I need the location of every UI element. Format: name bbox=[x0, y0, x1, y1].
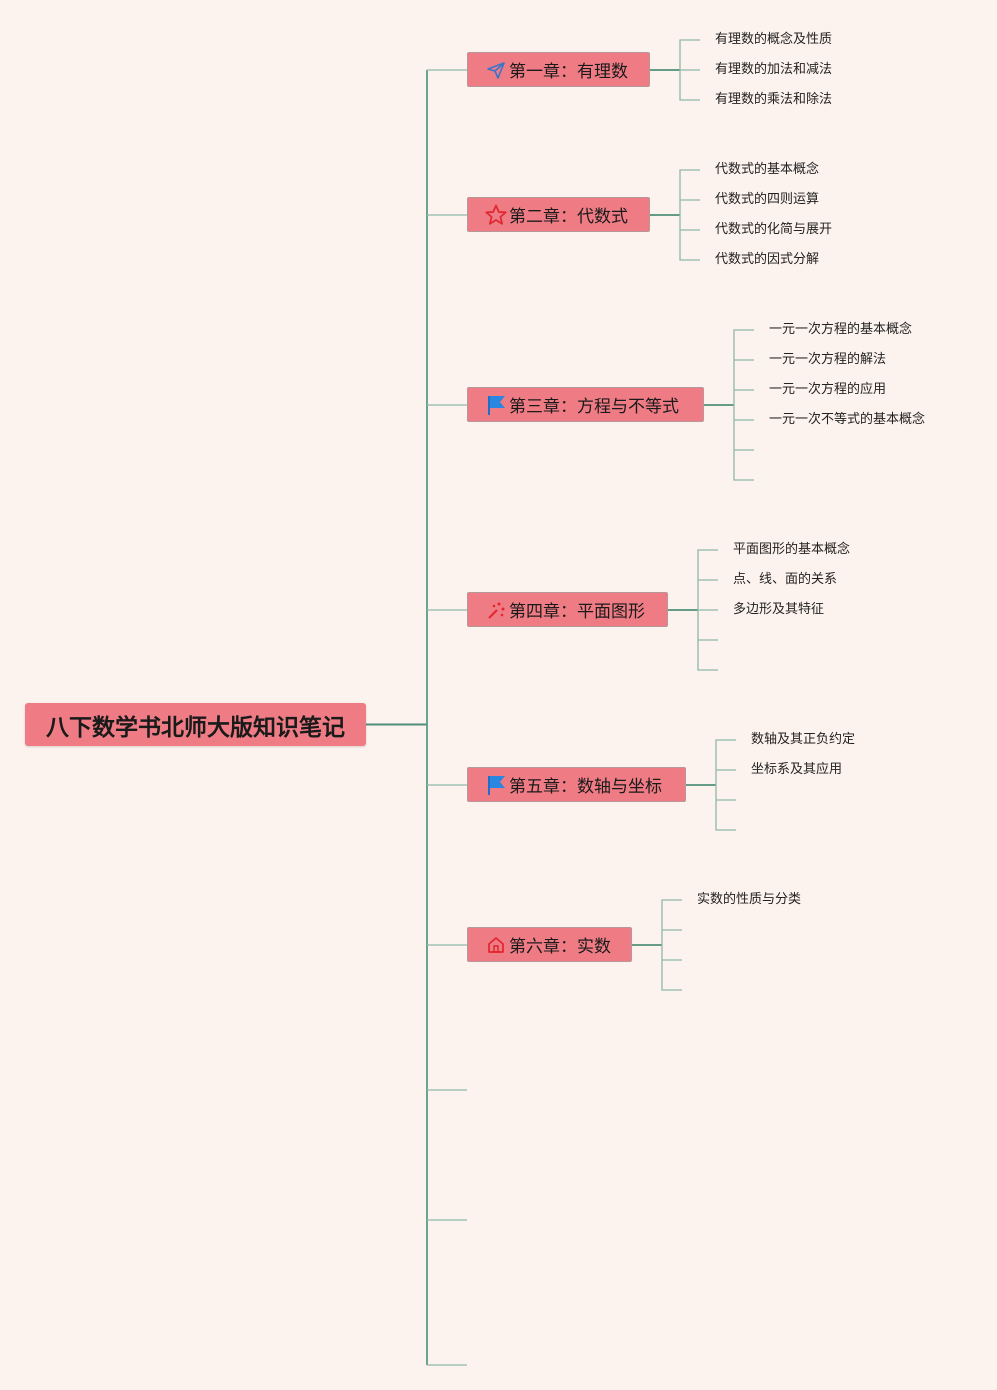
chapter-node-5[interactable]: 第五章：数轴与坐标 bbox=[467, 767, 686, 802]
list-item: 代数式的化简与展开 bbox=[715, 222, 833, 237]
root-title-node[interactable]: 八下数学书北师大版知识笔记 bbox=[25, 703, 366, 746]
paper-plane-icon bbox=[485, 59, 507, 81]
flag-icon bbox=[485, 394, 507, 416]
chapter-node-1[interactable]: 第一章：有理数 bbox=[467, 52, 650, 87]
star-icon bbox=[485, 204, 507, 226]
chapter-label: 第六章：实数 bbox=[509, 937, 611, 957]
list-item: 多边形及其特征 bbox=[733, 602, 825, 617]
list-item: 一元一次方程的应用 bbox=[769, 382, 887, 397]
list-item: 一元一次方程的基本概念 bbox=[769, 322, 913, 337]
list-item: 一元一次方程的解法 bbox=[769, 352, 887, 367]
chapter-label: 第一章：有理数 bbox=[509, 62, 628, 82]
list-item: 有理数的乘法和除法 bbox=[715, 92, 833, 107]
list-item: 一元一次不等式的基本概念 bbox=[769, 412, 926, 427]
list-item: 数轴及其正负约定 bbox=[751, 732, 856, 747]
chapter-label: 第二章：代数式 bbox=[509, 207, 628, 227]
list-item: 平面图形的基本概念 bbox=[733, 542, 851, 557]
list-item: 代数式的基本概念 bbox=[715, 162, 820, 177]
list-item: 代数式的因式分解 bbox=[715, 252, 820, 267]
chapter-label: 第三章：方程与不等式 bbox=[509, 397, 679, 417]
chapter-label: 第四章：平面图形 bbox=[509, 602, 645, 622]
chapter-label: 第五章：数轴与坐标 bbox=[509, 777, 662, 797]
chapter-node-6[interactable]: 第六章：实数 bbox=[467, 927, 632, 962]
list-item: 代数式的四则运算 bbox=[715, 192, 820, 207]
list-item: 有理数的加法和减法 bbox=[715, 62, 833, 77]
flag-icon bbox=[485, 774, 507, 796]
chapter-node-3[interactable]: 第三章：方程与不等式 bbox=[467, 387, 704, 422]
list-item: 坐标系及其应用 bbox=[751, 762, 843, 777]
list-item: 有理数的概念及性质 bbox=[715, 32, 833, 47]
magic-wand-icon bbox=[485, 599, 507, 621]
list-item: 实数的性质与分类 bbox=[697, 892, 802, 907]
home-icon bbox=[485, 934, 507, 956]
chapter-node-2[interactable]: 第二章：代数式 bbox=[467, 197, 650, 232]
chapter-node-4[interactable]: 第四章：平面图形 bbox=[467, 592, 668, 627]
list-item: 点、线、面的关系 bbox=[733, 572, 838, 587]
